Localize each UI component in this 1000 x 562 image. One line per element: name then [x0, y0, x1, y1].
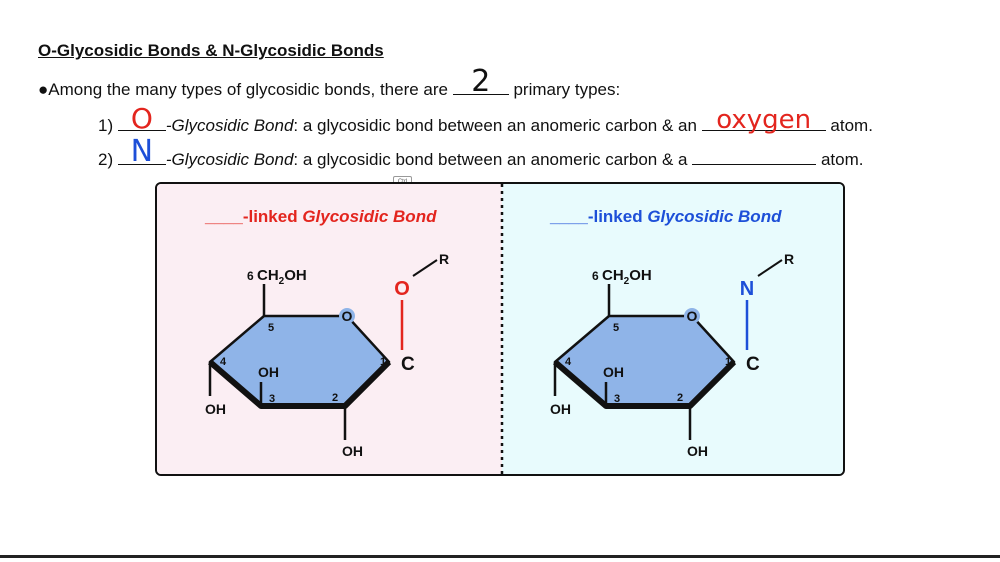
ring-oxygen: O — [687, 308, 698, 324]
glycosidic-heteroatom: N — [740, 278, 754, 300]
item-2-number: 2) — [98, 150, 114, 169]
c3-oh-label: OH — [258, 364, 279, 380]
list-item-1: 1) O -Glycosidic Bond: a glycosidic bond … — [98, 105, 873, 136]
item-1-handwritten-word: oxygen — [716, 105, 812, 135]
item-2-handwritten-answer: N — [130, 134, 154, 169]
c2-number: 2 — [677, 392, 683, 404]
ring-oxygen-bg — [684, 308, 700, 324]
intro-answer-blank: 2 — [452, 67, 509, 97]
item-1-tail: atom. — [830, 116, 873, 135]
item-2-description: : a glycosidic bond between an anomeric … — [293, 150, 688, 169]
c5-number: 5 — [268, 322, 274, 334]
list-item-2: 2) N -Glycosidic Bond: a glycosidic bond … — [98, 137, 864, 170]
diagram-title: ____-linked Glycosidic Bond — [549, 207, 782, 226]
glycosidic-heteroatom: O — [394, 278, 410, 300]
item-2-term: -Glycosidic Bond — [165, 150, 294, 169]
c1-number: 1 — [380, 356, 386, 368]
item-1-number: 1) — [98, 116, 114, 135]
item-1-second-blank: oxygen — [701, 107, 826, 133]
c2-oh-label: OH — [687, 443, 708, 459]
c4-number: 4 — [220, 356, 227, 368]
bottom-divider — [0, 555, 1000, 558]
item-2-blank: N — [117, 137, 166, 167]
item-1-term: -Glycosidic Bond — [165, 116, 294, 135]
anomeric-carbon: C — [746, 354, 760, 375]
page-title: O-Glycosidic Bonds & N-Glycosidic Bonds — [38, 41, 384, 60]
c3-number: 3 — [269, 393, 275, 405]
intro-text-after: primary types: — [513, 80, 621, 99]
c6-number: 6 — [592, 269, 599, 283]
c4-number: 4 — [565, 356, 572, 368]
r-group-label: R — [784, 251, 794, 267]
c4-oh-label: OH — [550, 401, 571, 417]
ch2oh-label: CH2OH — [602, 267, 652, 287]
c2-number: 2 — [332, 392, 338, 404]
c3-oh-label: OH — [603, 364, 624, 380]
r-bond — [757, 259, 783, 277]
ring-oxygen: O — [342, 308, 353, 324]
item-1-description: : a glycosidic bond between an anomeric … — [293, 116, 697, 135]
c3-number: 3 — [614, 393, 620, 405]
c6-number: 6 — [247, 269, 254, 283]
r-group-label: R — [439, 251, 449, 267]
item-1-blank: O — [117, 105, 166, 133]
anomeric-carbon: C — [401, 354, 415, 375]
c5-number: 5 — [613, 322, 619, 334]
c4-oh-label: OH — [205, 401, 226, 417]
c1-number: 1 — [725, 356, 731, 368]
ring-front-edge — [208, 359, 392, 409]
ring-oxygen-bg — [339, 308, 355, 324]
ch2oh-label: CH2OH — [257, 267, 307, 287]
intro-handwritten-answer: 2 — [471, 64, 491, 99]
item-2-second-blank — [692, 148, 817, 165]
diagram-title: ____-linked Glycosidic Bond — [204, 207, 437, 226]
item-1-handwritten-answer: O — [130, 102, 153, 135]
intro-line: ●Among the many types of glycosidic bond… — [38, 67, 621, 100]
r-bond — [412, 259, 438, 277]
item-2-tail: atom. — [820, 150, 864, 169]
c2-oh-label: OH — [342, 443, 363, 459]
ring-front-edge — [553, 359, 737, 409]
bullet: ● — [38, 80, 49, 99]
intro-text-before: Among the many types of glycosidic bonds… — [48, 80, 448, 99]
